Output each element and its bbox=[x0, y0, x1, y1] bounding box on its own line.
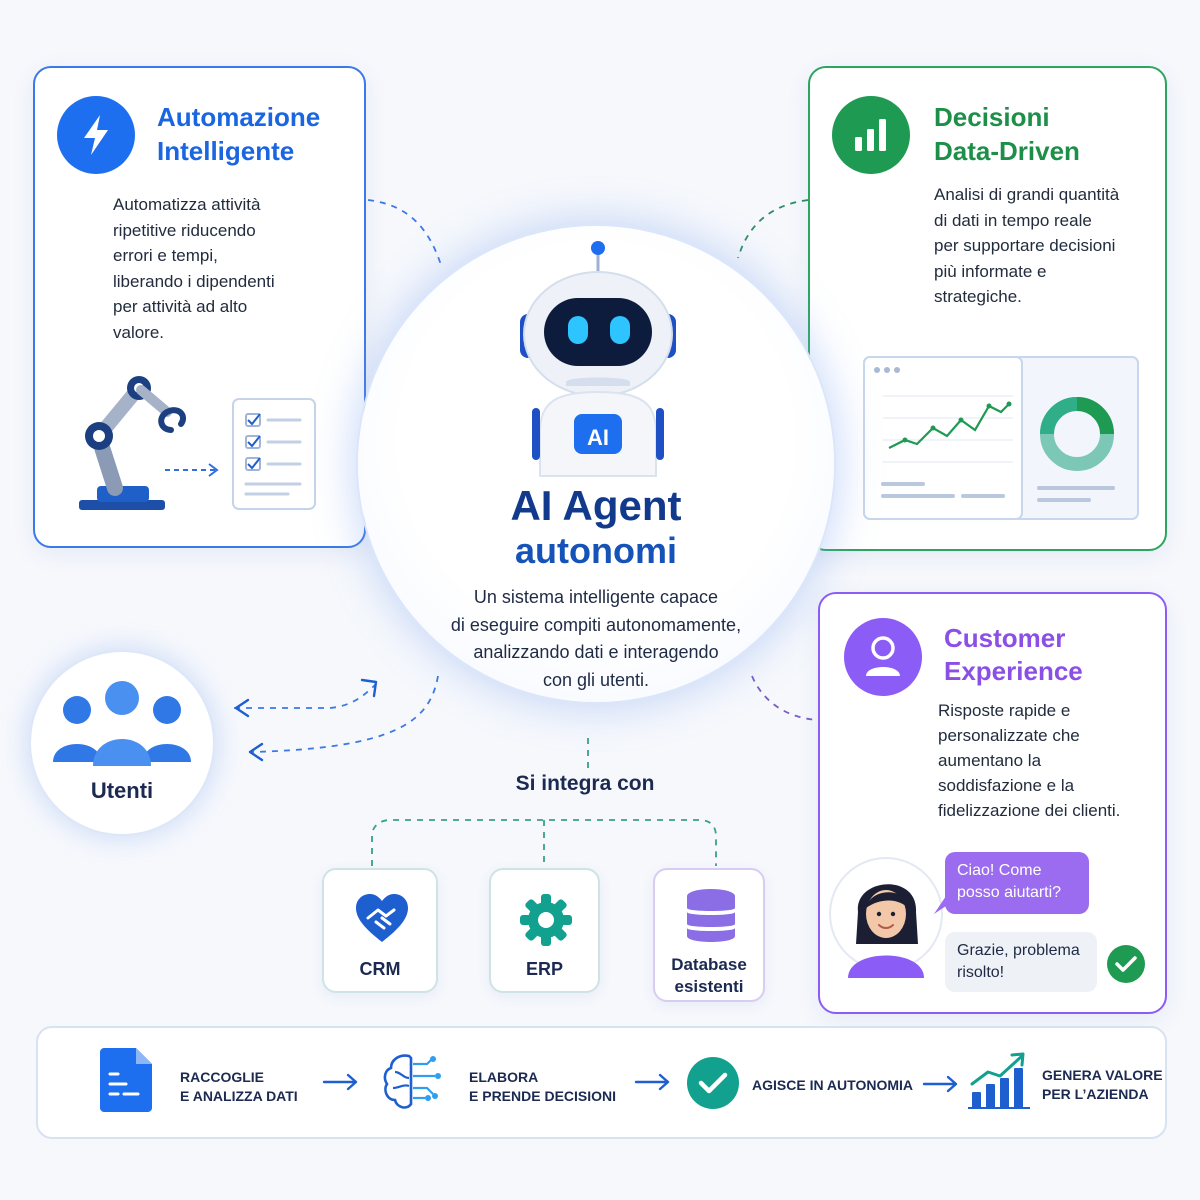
dashboard-illustration bbox=[863, 356, 1139, 520]
bubble-tail bbox=[934, 896, 946, 914]
lightning-icon bbox=[84, 115, 108, 155]
chat-bubble-user: Grazie, problema risolto! bbox=[945, 932, 1097, 992]
step-4-label: GENERA VALORE PER L’AZIENDA bbox=[1042, 1067, 1163, 1102]
cx-badge bbox=[844, 618, 922, 696]
data-badge bbox=[832, 96, 910, 174]
arrow-right-icon bbox=[922, 1075, 958, 1093]
integration-erp-label: ERP bbox=[525, 959, 563, 979]
arrow-right-icon bbox=[634, 1073, 670, 1091]
users-label: Utenti bbox=[90, 778, 154, 803]
automation-card: Automazione Intelligente Automatizza att… bbox=[33, 66, 366, 548]
ai-agent-circle: AI AI Agent autonomi Un sistema intellig… bbox=[358, 226, 834, 702]
brain-circuit-icon bbox=[383, 1054, 441, 1109]
gear-icon bbox=[520, 894, 572, 946]
data-card: Decisioni Data-Driven Analisi di grandi … bbox=[808, 66, 1167, 551]
bar-chart-icon bbox=[855, 119, 886, 151]
checklist-icon bbox=[232, 398, 316, 510]
handshake-heart-icon bbox=[356, 894, 408, 942]
donut-chart-icon bbox=[1040, 397, 1114, 471]
growth-chart-icon bbox=[968, 1052, 1030, 1109]
main-title-line1: AI Agent bbox=[510, 482, 682, 529]
check-circle-icon bbox=[687, 1057, 739, 1109]
cx-title: Customer Experience bbox=[944, 623, 1083, 686]
integration-crm[interactable]: CRM bbox=[322, 868, 438, 993]
integration-crm-label: CRM bbox=[359, 959, 401, 979]
line-chart-icon bbox=[888, 401, 1012, 449]
data-text: Analisi di grandi quantità di dati in te… bbox=[934, 185, 1120, 307]
automation-title: Automazione Intelligente bbox=[157, 102, 321, 166]
cx-text: Risposte rapide e personalizzate che aum… bbox=[938, 701, 1121, 820]
integration-database-label: Database esistenti bbox=[671, 955, 747, 996]
check-circle-icon bbox=[1107, 945, 1145, 983]
process-bar: RACCOGLIE E ANALIZZA DATI ELABORA E PREN… bbox=[36, 1026, 1167, 1139]
users-group-icon bbox=[53, 681, 191, 766]
step-1-label: RACCOGLIE E ANALIZZA DATI bbox=[180, 1069, 298, 1104]
automation-text: Automatizza attività ripetitive riducend… bbox=[113, 195, 275, 342]
robot-icon bbox=[520, 241, 676, 477]
user-icon bbox=[866, 636, 900, 676]
main-title-line2: autonomi bbox=[515, 530, 677, 571]
data-title: Decisioni Data-Driven bbox=[934, 102, 1080, 166]
integrations-title: Si integra con bbox=[515, 772, 655, 795]
avatar bbox=[829, 857, 943, 978]
step-3-label: AGISCE IN AUTONOMIA bbox=[752, 1077, 914, 1093]
automation-badge bbox=[57, 96, 135, 174]
integration-erp[interactable]: ERP bbox=[489, 868, 600, 993]
arrow-to-checklist bbox=[165, 463, 219, 477]
main-description: Un sistema intelligente capace di esegui… bbox=[450, 587, 742, 690]
step-2-label: ELABORA E PRENDE DECISIONI bbox=[469, 1069, 617, 1104]
chat-bubble-bot: Ciao! Come posso aiutarti? bbox=[945, 852, 1089, 914]
integration-database[interactable]: Database esistenti bbox=[653, 868, 765, 1002]
robot-arm-icon bbox=[79, 376, 187, 510]
robot-badge-label: AI bbox=[587, 425, 609, 450]
document-icon bbox=[100, 1048, 152, 1112]
arrow-right-icon bbox=[322, 1073, 358, 1091]
database-icon bbox=[687, 889, 735, 942]
users-circle: Utenti bbox=[31, 652, 213, 834]
